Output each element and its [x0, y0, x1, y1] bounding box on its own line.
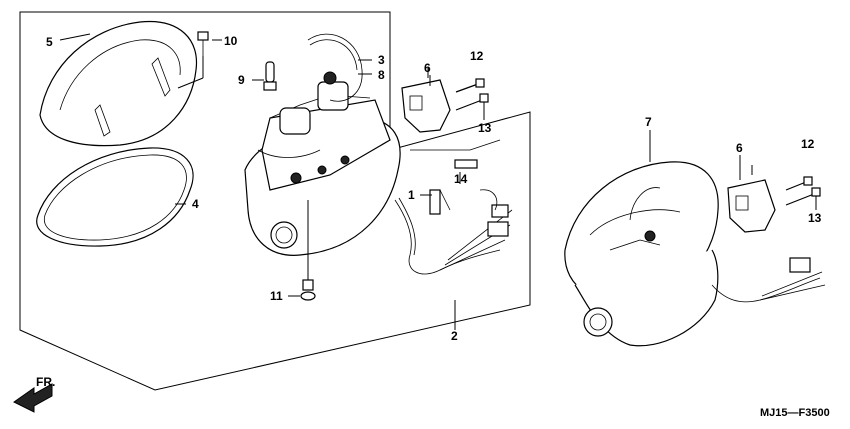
bolt-part-12-left	[455, 78, 485, 93]
bolt-part-12-right	[785, 176, 813, 191]
callout-part-3: 3	[378, 53, 385, 67]
callout-part-14: 14	[454, 172, 468, 186]
gasket-part	[36, 147, 194, 247]
callout-part-8: 8	[378, 68, 385, 82]
callout-part-11: 11	[270, 289, 283, 303]
callout-part-12-right: 12	[801, 137, 815, 151]
bulb-part	[263, 61, 277, 91]
lens-cover-part	[39, 20, 198, 147]
bolt-part-13-left	[455, 93, 489, 120]
meter-case-part	[244, 33, 401, 256]
callout-part-7: 7	[645, 115, 652, 129]
screw-part-10	[177, 31, 209, 89]
callout-part-2: 2	[451, 329, 458, 343]
callout-part-5: 5	[46, 35, 53, 49]
callout-part-10: 10	[224, 34, 238, 48]
callout-part-4: 4	[192, 197, 199, 211]
bracket-part-right	[727, 165, 776, 233]
callout-part-6-right: 6	[736, 141, 743, 155]
callout-part-6-left: 6	[424, 61, 431, 75]
assembly-frame	[19, 11, 531, 391]
wire-harness-part-right	[711, 257, 826, 303]
callout-part-13-left: 13	[478, 121, 492, 135]
front-direction-label: FR.	[36, 375, 55, 389]
callout-part-1: 1	[408, 188, 415, 202]
diagram-code: MJ15—F3500	[760, 407, 830, 419]
front-direction-arrow	[13, 383, 53, 413]
leader-lines	[59, 33, 741, 330]
callout-part-9: 9	[238, 73, 245, 87]
callout-part-12-left: 12	[470, 49, 484, 63]
bolt-part-13-right	[785, 187, 821, 210]
callout-part-13-right: 13	[808, 211, 822, 225]
meter-assembly-part	[564, 161, 719, 347]
wire-harness-part	[394, 139, 513, 275]
bracket-part-left	[401, 68, 451, 133]
screw-part-11	[300, 200, 316, 301]
